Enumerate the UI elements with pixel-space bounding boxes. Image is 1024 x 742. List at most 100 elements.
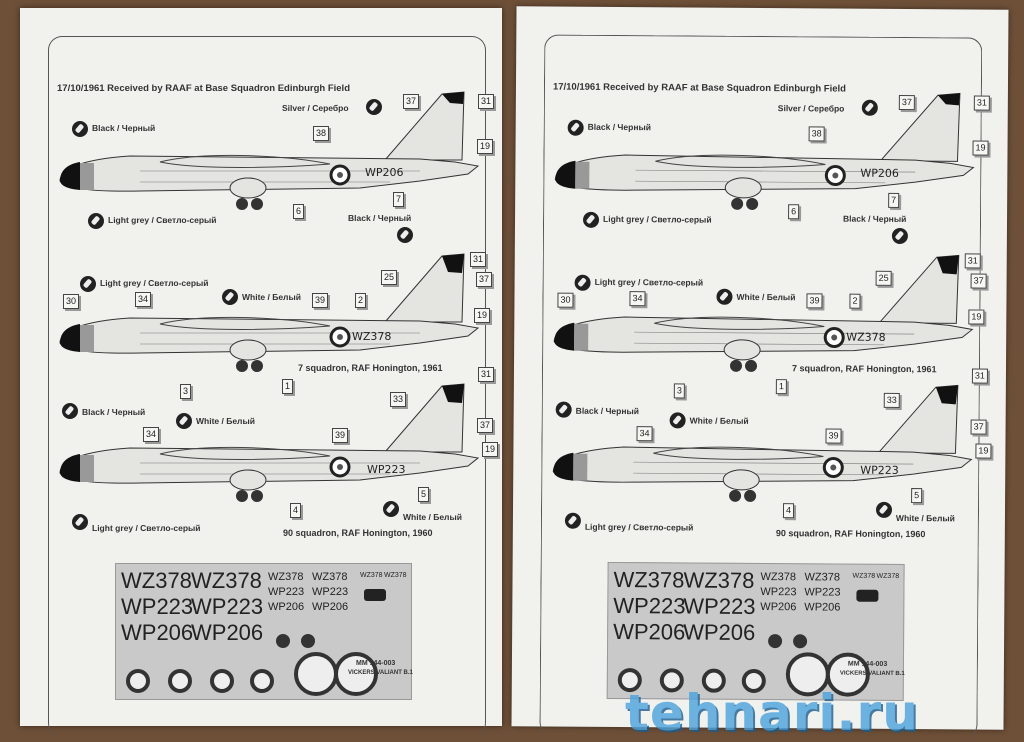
roundel-center (831, 334, 838, 341)
decal-large-serial: WP206 (191, 620, 264, 645)
engine-intake (653, 446, 824, 460)
paint-color-label: Light grey / Светло-серый (603, 213, 712, 225)
callout-number: 39 (312, 293, 329, 308)
decal-roundel (294, 652, 338, 696)
callout-number: 25 (875, 270, 892, 286)
fuselage (554, 154, 975, 191)
watermark: tehnari.ru (625, 684, 919, 742)
decal-roundel (168, 669, 192, 693)
wheel (745, 359, 758, 372)
panel-line (633, 461, 914, 465)
wheel-fairing (723, 339, 761, 361)
aircraft-profile (59, 383, 480, 502)
callout-number: 37 (403, 94, 420, 109)
callout-number: 7 (393, 192, 405, 207)
roundel-center (337, 172, 343, 178)
paint-icon (62, 403, 78, 419)
decal-large-serial: WZ378 (121, 568, 192, 593)
paint-icon (567, 119, 584, 136)
decal-roundel (126, 669, 150, 693)
paint-icon (383, 501, 399, 517)
wheel (744, 489, 757, 502)
profile-caption: 90 squadron, RAF Honington, 1960 (283, 528, 433, 538)
engine-intake (655, 154, 826, 168)
callout-number: 37 (970, 419, 987, 435)
decal-small-serial: WZ378 (360, 572, 383, 579)
paint-color-label: Silver / Серебро (282, 103, 349, 113)
decal-medium-serial: WP206 (804, 601, 841, 614)
paint-icon (222, 289, 238, 305)
fuselage (553, 316, 974, 353)
aircraft-registration: WP206 (860, 166, 899, 180)
panel-line (633, 472, 884, 476)
wheel-fairing (229, 177, 267, 199)
fin-tip-black (442, 254, 464, 273)
nose-panel (573, 453, 588, 481)
decal-roundel (334, 652, 378, 696)
decal-black-panel (364, 589, 386, 601)
decal-large-serial: WP223 (683, 593, 756, 619)
paint-icon (564, 512, 581, 529)
nose-panel (574, 323, 589, 351)
paint-icon (397, 227, 413, 243)
wheel-fairing (724, 177, 762, 199)
paint-icon (72, 121, 88, 137)
callout-number: 38 (313, 126, 330, 141)
decal-medium-serial: WP223 (804, 586, 841, 599)
paint-color-label: Light grey / Светло-серый (108, 215, 217, 225)
decal-large-serial: WP206 (121, 620, 194, 645)
decal-large-serial: WP223 (191, 594, 264, 619)
callout-number: 34 (629, 291, 646, 307)
callout-number: 30 (557, 292, 574, 308)
decal-medium-serial: WP223 (312, 586, 349, 598)
sheet-title: 17/10/1961 Received by RAAF at Base Squa… (57, 83, 351, 94)
callout-number: 34 (143, 427, 160, 442)
paint-color-label: White / Белый (196, 416, 255, 426)
fuselage (59, 317, 480, 354)
engine-intake (159, 446, 331, 460)
decal-medium-serial: WZ378 (312, 571, 348, 583)
paint-color-label: Black / Черный (82, 407, 146, 417)
panel-line (635, 169, 916, 173)
decal-roundel (210, 669, 234, 693)
paint-color-label: White / Белый (403, 512, 462, 522)
fin-tip-black (936, 255, 959, 275)
fin-tip-black (442, 92, 464, 104)
paint-icon (366, 99, 382, 115)
callout-number: 19 (477, 139, 494, 154)
paint-icon (88, 213, 104, 229)
paint-color-label: Black / Черный (92, 123, 156, 133)
callout-number: 31 (478, 94, 495, 109)
wheel (236, 360, 248, 372)
wheel (746, 197, 759, 210)
nose-radome (60, 454, 80, 482)
callout-number: 37 (970, 273, 987, 289)
decal-large-serial: WP223 (613, 592, 686, 619)
wheel (251, 490, 263, 502)
callout-number: 19 (972, 140, 989, 156)
nose-radome (553, 452, 574, 481)
aircraft-registration: WZ378 (352, 330, 392, 343)
nose-radome (60, 162, 80, 190)
callout-number: 39 (825, 428, 842, 444)
engine-intake (654, 316, 825, 330)
decal-medium-serial: WP206 (312, 601, 349, 613)
decal-large-serial: WZ378 (683, 567, 755, 593)
paint-color-label: Black / Черный (587, 121, 651, 133)
nose-radome (555, 160, 576, 189)
fin-tip-black (442, 384, 464, 403)
nose-panel (80, 163, 94, 190)
wheel (730, 359, 743, 372)
callout-number: 6 (293, 204, 305, 219)
fuselage (59, 155, 480, 192)
decal-small-serial: WZ378 (852, 572, 876, 580)
paint-color-label: White / Белый (689, 415, 749, 426)
roundel-center (337, 464, 343, 470)
callout-number: 4 (290, 503, 302, 518)
decal-medium-serial: WZ378 (804, 571, 841, 584)
decal-large-serial: WP206 (613, 618, 686, 645)
paint-icon (891, 227, 908, 245)
decal-medium-serial: WP206 (268, 601, 305, 613)
paint-icon (716, 288, 733, 305)
